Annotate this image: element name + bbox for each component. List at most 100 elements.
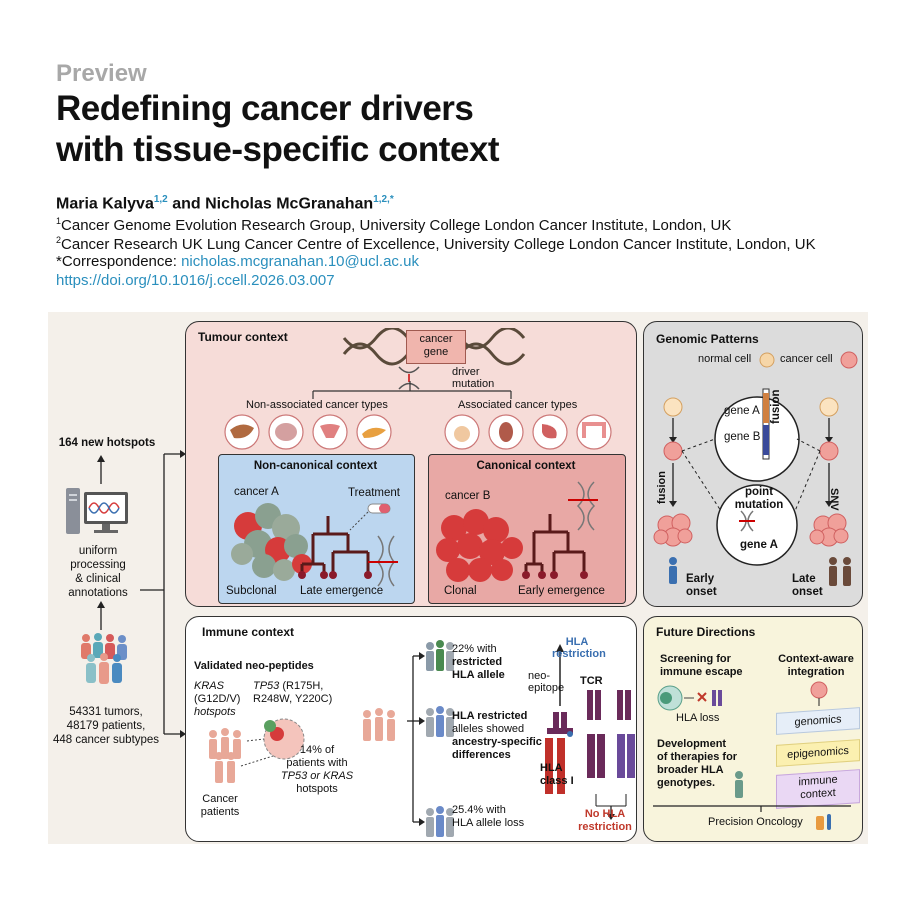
author-2-affiliation: 1,2,* — [373, 194, 394, 205]
subclonal-label: Subclonal — [226, 585, 277, 597]
kidney-icon — [488, 414, 524, 450]
restricted-22-label: 22% with restricted HLA allele — [452, 643, 505, 682]
title-line-2: with tissue-specific context — [56, 130, 500, 169]
development-line-2: of therapies for — [657, 751, 738, 763]
fusion-arrow-label: fusion — [656, 471, 668, 504]
dna-helix-icon — [342, 328, 526, 366]
hla-anc-line-2: alleles showed — [452, 723, 525, 735]
phylogeny-tree-a — [300, 516, 370, 574]
patients-group-restricted — [426, 640, 454, 671]
early-onset-line-1: Early — [686, 573, 715, 585]
gene-a-label: gene A — [724, 405, 760, 417]
screening-line-2: immune escape — [660, 666, 743, 678]
processing-line-3: & clinical — [75, 573, 121, 585]
tumour-cluster-left — [653, 513, 693, 547]
child-icon — [669, 557, 677, 584]
late-emergence-label: Late emergence — [300, 585, 384, 597]
tumour-context-title: Tumour context — [198, 330, 288, 344]
tp53-line-2: R248W, Y220C) — [253, 693, 333, 705]
correspondence-email-link[interactable]: nicholas.mcgranahan.10@ucl.ac.uk — [181, 253, 419, 270]
patients-cluster-left — [209, 728, 241, 783]
patients-group-loss — [426, 806, 454, 837]
hla-restriction-line-2: restriction — [552, 648, 606, 660]
cancer-b-label: cancer B — [445, 490, 491, 502]
development-line-1: Development — [657, 738, 727, 750]
hla-anc-line-3: ancestry-specific — [452, 736, 542, 748]
patients-group-ancestry — [426, 706, 454, 737]
processing-line-4: annotations — [68, 587, 128, 599]
non-associated-label: Non-associated cancer types — [246, 399, 388, 411]
tcr-label: TCR — [580, 675, 603, 687]
associated-label: Associated cancer types — [458, 399, 578, 411]
hla-loss-label: HLA loss — [676, 712, 720, 724]
treatment-label: Treatment — [348, 487, 400, 499]
article-title: Redefining cancer drivers with tissue-sp… — [56, 88, 500, 170]
development-line-3: broader HLA — [657, 764, 724, 776]
r22-line-3: HLA allele — [452, 669, 505, 681]
brain-icon — [268, 414, 304, 450]
clonal-illustration — [436, 481, 598, 582]
tumour-cluster-right — [809, 513, 849, 547]
fusion-circle-label: fusion — [770, 389, 782, 425]
breast-icon — [444, 414, 480, 450]
gene-b-label: gene B — [724, 431, 761, 443]
development-label: Development of therapies for broader HLA… — [657, 738, 737, 790]
organ-icons — [224, 414, 612, 450]
hla-loss-25-label: 25.4% with HLA allele loss — [452, 804, 524, 830]
context-line-2: integration — [787, 666, 845, 678]
hotspots-label: 164 new hotspots — [58, 437, 156, 449]
r25-line-2: HLA allele loss — [452, 817, 525, 829]
stats-patients: 48179 patients, — [66, 720, 146, 732]
hla-ancestry-label: HLA restricted alleles showed ancestry-s… — [452, 710, 542, 762]
pct14-line-4: hotspots — [296, 783, 338, 795]
context-line-1: Context-aware — [778, 653, 854, 665]
genomic-illustration — [653, 351, 858, 586]
pill-icon — [367, 503, 391, 514]
phylogeny-tree-b — [524, 514, 586, 574]
future-directions-title: Future Directions — [656, 625, 756, 639]
normal-cell-label: normal cell — [698, 353, 752, 365]
colon-icon — [576, 414, 612, 450]
non-canonical-title: Non-canonical context — [253, 460, 378, 472]
kras-line-2: (G12D/V) — [194, 693, 241, 705]
tumour-cells-a — [231, 503, 312, 581]
author-1: Maria Kalyva — [56, 195, 154, 213]
cancer-cell-label: cancer cell — [780, 353, 833, 365]
branch-lines — [312, 381, 512, 399]
affiliation-2: 2Cancer Research UK Lung Cancer Centre o… — [56, 235, 816, 253]
person-icon — [735, 771, 743, 798]
author-2: and Nicholas McGranahan — [167, 195, 374, 213]
cancer-gene-line-2: gene — [423, 346, 449, 358]
driver-line-2: mutation — [452, 378, 495, 390]
pct14-line-1: 14% of — [299, 744, 335, 756]
tp53-line-1: (R175H, — [279, 680, 324, 692]
no-hla-restriction-label: No HLA restriction — [574, 808, 636, 834]
point-line-2: mutation — [734, 499, 784, 511]
neo-line-1: neo- — [528, 670, 551, 682]
late-onset-label: Late onset — [792, 573, 823, 599]
neo-epitope-label: neo- epitope — [528, 670, 564, 694]
tp53-gene: TP53 — [253, 680, 280, 692]
screening-label: Screening for immune escape — [660, 653, 743, 679]
clonal-label: Clonal — [444, 585, 477, 597]
liver-icon — [224, 414, 260, 450]
development-line-4: genotypes. — [657, 777, 716, 789]
r22-line-2: restricted — [452, 656, 503, 668]
connector-arrows — [97, 450, 186, 738]
late-onset-line-1: Late — [792, 573, 816, 585]
hla-tcr-diagram — [545, 644, 635, 820]
screening-line-1: Screening for — [660, 653, 731, 665]
processing-line-1: uniform — [78, 545, 118, 557]
cancer-gene-line-1: cancer — [419, 333, 453, 345]
hla-class-line-2: class I — [540, 775, 574, 787]
cancer-gene-box: cancer gene — [406, 330, 466, 364]
precision-arrow — [653, 805, 851, 812]
preview-label: Preview — [56, 60, 147, 87]
pancreas-icon — [356, 414, 392, 450]
immune-context-title: Immune context — [202, 625, 295, 639]
dataset-stats: 54331 tumors, 48179 patients, 448 cancer… — [50, 705, 162, 747]
hla-loss-icon — [657, 685, 722, 711]
kras-line-1: KRAS — [194, 680, 224, 692]
r22-line-1: 22% with — [452, 643, 497, 655]
doi-link[interactable]: https://doi.org/10.1016/j.ccell.2026.03.… — [56, 272, 335, 289]
